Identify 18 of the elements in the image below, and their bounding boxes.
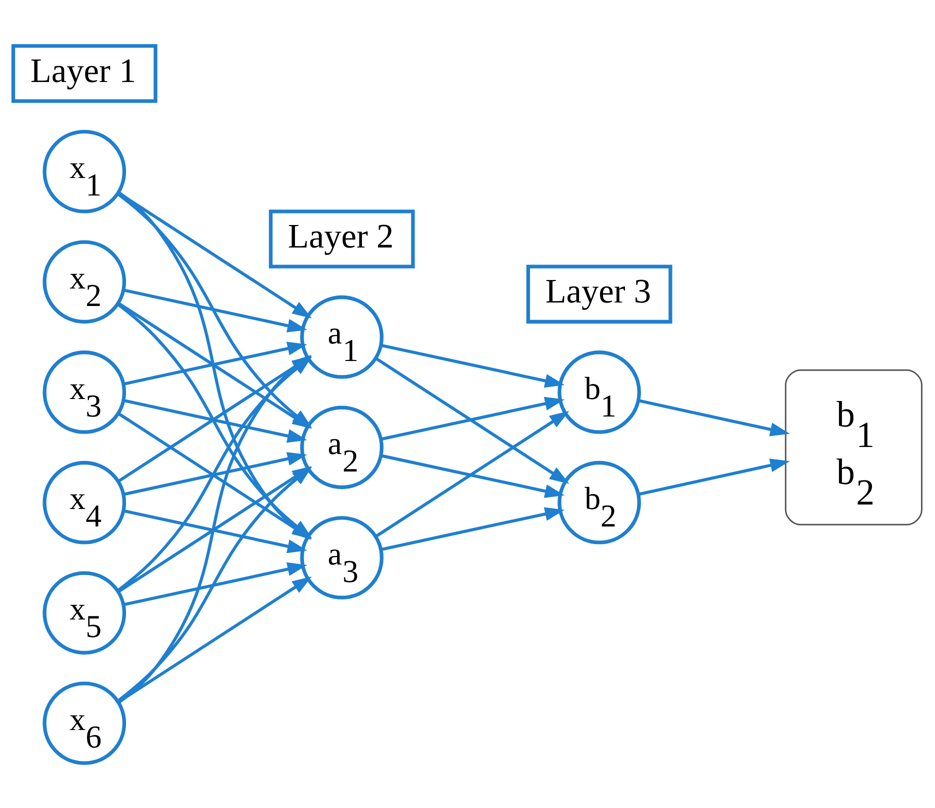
arrow — [380, 454, 565, 498]
arrow — [380, 343, 565, 388]
arrow — [380, 506, 565, 550]
arrow — [123, 341, 308, 385]
node-box: Layer 2 — [268, 209, 415, 268]
arrow — [638, 458, 790, 496]
arrow — [123, 562, 308, 606]
arrow — [123, 508, 308, 553]
arrow — [375, 356, 570, 484]
arrow — [638, 398, 790, 436]
arrow — [380, 396, 565, 440]
arrow — [123, 288, 308, 332]
node-box: Layer 3 — [526, 264, 672, 324]
arrow — [123, 398, 308, 442]
arrow — [375, 410, 570, 538]
arrow — [118, 576, 312, 703]
node-box: Layer 1 — [11, 44, 158, 102]
arrow — [123, 452, 308, 496]
